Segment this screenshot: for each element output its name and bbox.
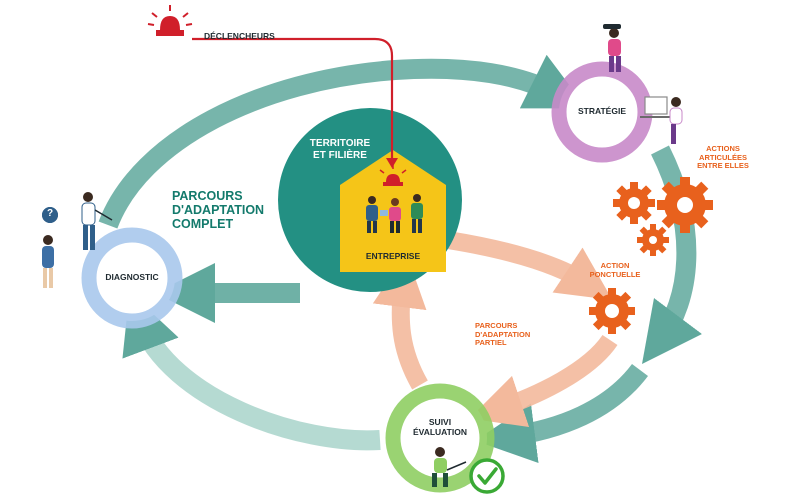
triggers-label: DÉCLENCHEURS [204, 31, 275, 41]
company-alarm-icon [379, 164, 407, 186]
gear-icon [637, 224, 669, 256]
arrow-right-to-follow-up [475, 363, 648, 463]
arrow-diagnostic-to-strategy [98, 54, 587, 229]
arrow-strategy-down-right [642, 145, 702, 365]
company-people-illustration [366, 194, 423, 233]
diagnostic-ring [81, 227, 183, 329]
arrow-company-to-action [446, 231, 613, 300]
full-path-label: PARCOURS D'ADAPTATION COMPLET [172, 189, 265, 231]
partial-path-arrows [372, 231, 618, 428]
arrow-follow-up-to-diagnostic [122, 291, 381, 451]
strategy-label: STRATÉGIE [577, 106, 626, 116]
check-circle-icon [469, 458, 505, 494]
strategy-people-illustration [603, 24, 683, 144]
company-label: ENTREPRISE [365, 251, 421, 261]
arrow-follow-up-to-company [372, 253, 428, 390]
question-bubble [42, 207, 58, 223]
one-off-action-gear [589, 288, 635, 334]
diagnostic-label: DIAGNOSTIC [105, 272, 159, 282]
follow-up-person-illustration [432, 447, 467, 487]
follow-up-ring [385, 383, 495, 493]
linked-actions-label: ACTIONS ARTICULÉES ENTRE ELLES [697, 144, 749, 171]
gear-icon [613, 182, 655, 224]
gear-icon [657, 177, 713, 233]
linked-actions-gears [613, 177, 713, 256]
trigger-line [192, 37, 394, 160]
territory-label: TERRITOIRE ET FILIÈRE [309, 138, 371, 161]
outer-cycle-arrows [98, 54, 702, 463]
question-mark: ? [46, 208, 54, 219]
alarm-light-icon [147, 5, 193, 36]
follow-up-label: SUIVI ÉVALUATION [413, 417, 467, 437]
arrow-action-to-follow-up [469, 334, 618, 428]
one-off-action-label: ACTION PONCTUELLE [589, 261, 641, 279]
partial-path-label: PARCOURS D'ADAPTATION PARTIEL [475, 321, 531, 348]
